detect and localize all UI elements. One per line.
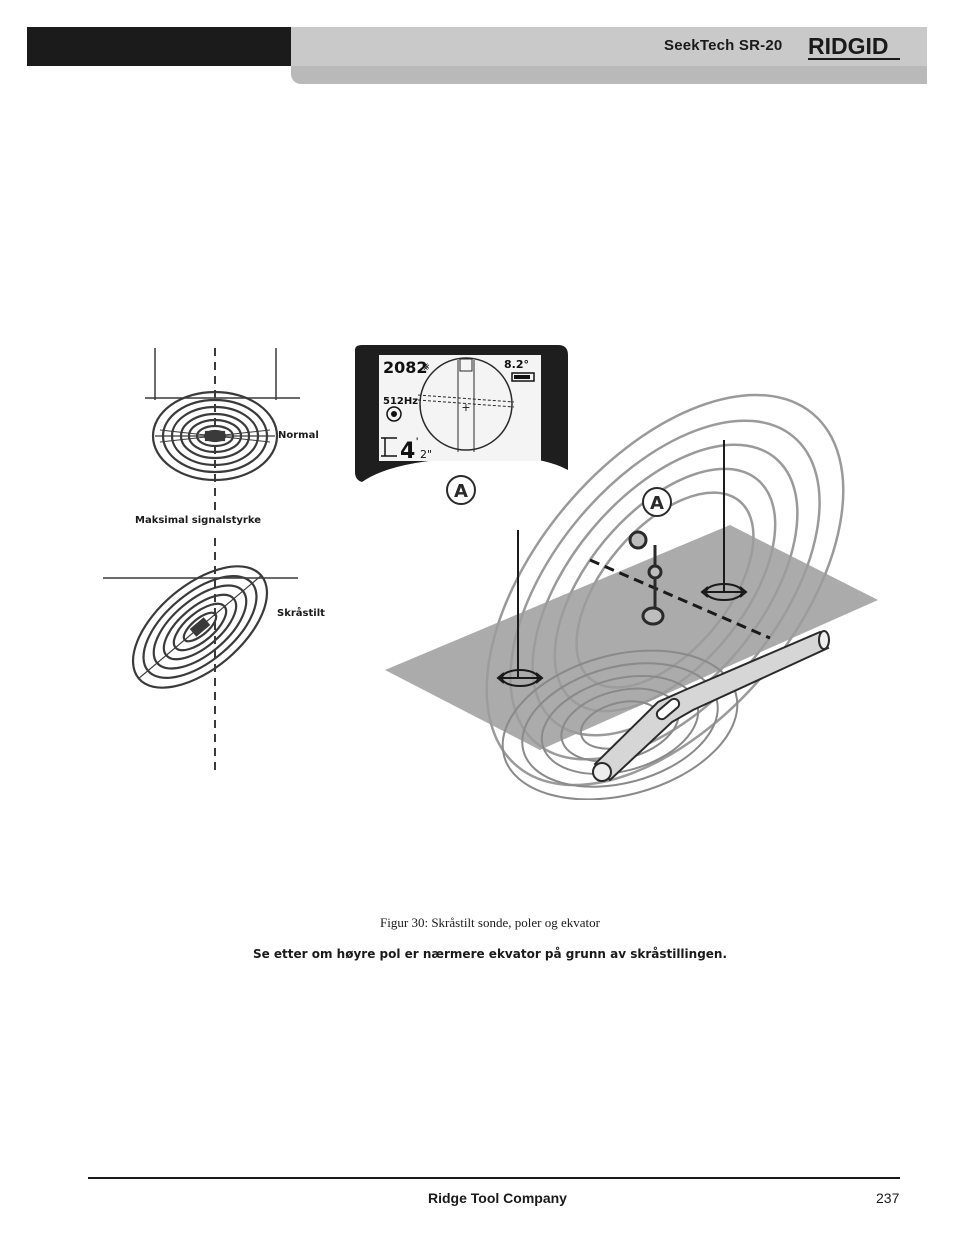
figure-30: + 2082 ⨳ 8.2° 512Hz 4 ' 2" A xyxy=(100,340,885,801)
tilted-field-diagram xyxy=(103,538,298,770)
battery-icon xyxy=(511,372,535,382)
ground-plane xyxy=(385,525,878,750)
locator-icon xyxy=(628,530,665,626)
callout-a-scene: A xyxy=(642,487,672,517)
antenna-icon: ⨳ xyxy=(422,359,430,373)
signal-strength-readout: 2082 xyxy=(383,358,428,377)
tilt-angle-readout: 8.2° xyxy=(504,358,529,371)
footer-rule xyxy=(88,1177,900,1179)
callout-a-display: A xyxy=(446,475,476,505)
ridgid-logo-text: RIDGID xyxy=(808,33,889,59)
figure-caption: Figur 30: Skråstilt sonde, poler og ekva… xyxy=(380,915,600,930)
field-3d-scene: A xyxy=(385,393,878,801)
svg-text:A: A xyxy=(650,493,664,514)
sonde-illustration: + 2082 ⨳ 8.2° 512Hz 4 ' 2" A xyxy=(103,345,878,801)
svg-text:+: + xyxy=(462,399,470,415)
figure-note: Se etter om høyre pol er nærmere ekvator… xyxy=(252,947,728,961)
depth-inches-readout: 2" xyxy=(420,448,432,461)
label-tilted: Skråstilt xyxy=(277,608,325,619)
equator-line xyxy=(589,558,771,640)
receiver-display: + 2082 ⨳ 8.2° 512Hz 4 ' 2" xyxy=(355,345,568,482)
depth-feet-readout: 4 xyxy=(400,439,415,464)
header-dark-bar xyxy=(27,27,291,66)
left-pole-icon xyxy=(496,669,544,687)
sonde-mode-icon xyxy=(386,406,402,422)
ridgid-logo: RIDGID xyxy=(808,33,900,60)
label-max-signal: Maksimal signalstyrke xyxy=(135,515,261,526)
footer-company: Ridge Tool Company xyxy=(428,1190,567,1206)
page-title: SeekTech SR-20 xyxy=(664,37,783,54)
normal-field-diagram xyxy=(145,348,300,515)
label-normal: Normal xyxy=(278,430,319,441)
right-pole-icon xyxy=(700,583,748,601)
svg-text:': ' xyxy=(416,435,418,449)
pipe xyxy=(592,630,830,782)
page-number: 237 xyxy=(876,1190,900,1206)
frequency-readout: 512Hz xyxy=(383,396,418,407)
header-tab xyxy=(291,66,927,84)
svg-text:A: A xyxy=(454,481,468,502)
